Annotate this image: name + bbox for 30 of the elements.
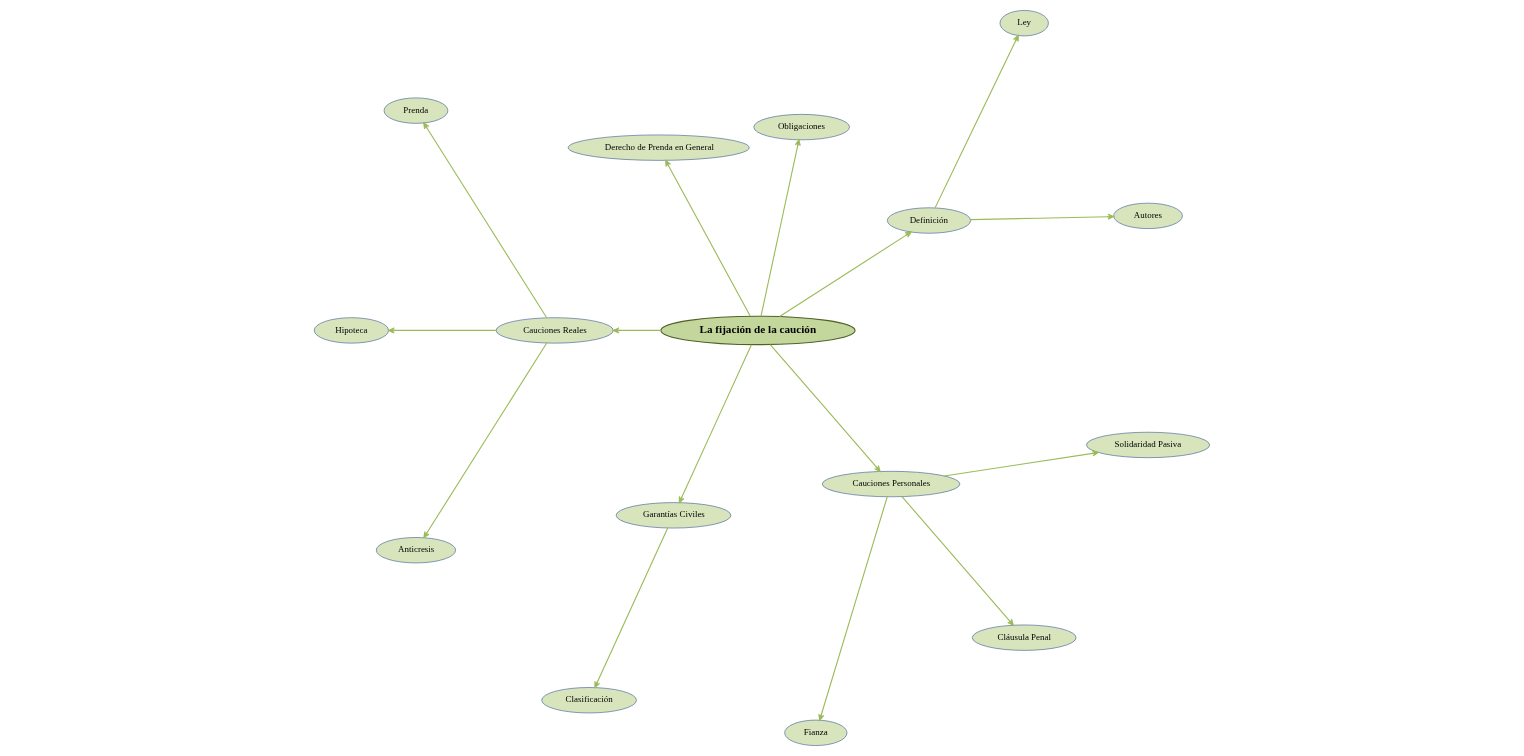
node-ellipse: Autores — [1113, 202, 1183, 229]
arrow — [678, 344, 752, 504]
arrow — [388, 327, 497, 334]
arrow — [423, 122, 548, 319]
arrow — [612, 327, 662, 334]
node-ellipse: La fijación de la caución — [660, 315, 856, 346]
node-ellipse: Fianza — [784, 719, 848, 746]
arrow — [665, 159, 751, 317]
arrow — [769, 344, 881, 472]
arrow — [943, 450, 1099, 477]
node-ellipse: Hipoteca — [313, 317, 389, 344]
arrow — [818, 496, 888, 721]
node-ellipse: Derecho de Prenda en General — [567, 134, 750, 161]
node-ellipse: Obligaciones — [753, 114, 850, 141]
node-ellipse: Cauciones Personales — [821, 471, 961, 498]
node-ellipse: Cláusula Penal — [972, 624, 1077, 651]
node-ellipse: Prenda — [383, 97, 449, 124]
node-ellipse: Ley — [999, 10, 1049, 37]
arrow — [901, 496, 1014, 626]
node-ellipse: Clasificación — [541, 687, 637, 714]
node-ellipse: Cauciones Reales — [495, 317, 614, 344]
node-ellipse: Garantías Civiles — [615, 502, 732, 529]
arrow — [760, 139, 801, 317]
arrow — [594, 527, 669, 688]
node-ellipse: Anticresis — [376, 537, 456, 564]
arrow — [969, 213, 1115, 221]
arrow — [779, 231, 912, 318]
arrow — [423, 342, 548, 539]
node-ellipse: Definición — [887, 207, 971, 234]
arrow — [934, 34, 1019, 209]
